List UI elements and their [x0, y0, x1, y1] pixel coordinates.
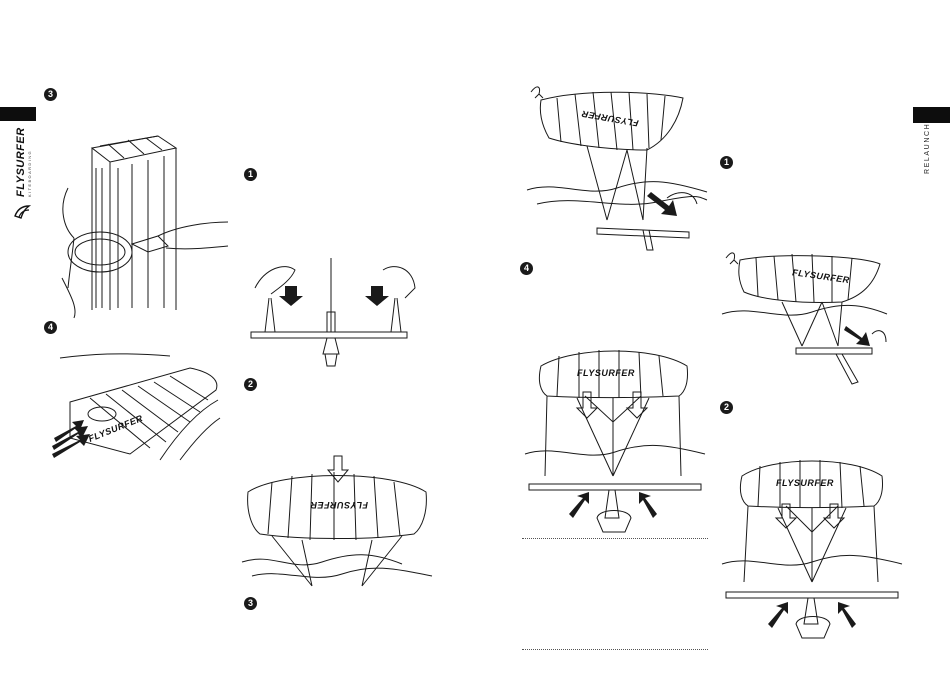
bar-hands-illustration: [245, 258, 415, 368]
kite-on-ground-illustration: FLYSURFER: [50, 350, 220, 465]
step-badge-center-1: 1: [244, 168, 257, 181]
brand-tagline: KITEBOARDING: [27, 150, 32, 197]
step-badge-center-3: 3: [244, 597, 257, 610]
dotted-divider-bottom: [522, 649, 708, 650]
step-badge-left-3: 3: [44, 88, 57, 101]
kite-rise-illustration: FLYSURFER: [242, 452, 432, 592]
kite-print-rise: FLYSURFER: [310, 500, 368, 510]
brand-logo-text: FLYSURFER: [15, 127, 27, 197]
kite-print-tilt: FLYSURFER: [792, 267, 851, 285]
kite-launch-illustration: FLYSURFER: [525, 342, 705, 532]
brand-logo-icon: [12, 202, 32, 222]
kite-print-launch: FLYSURFER: [577, 368, 635, 378]
section-tab-left: [0, 107, 36, 121]
kite-relaunch-illustration: FLYSURFER: [722, 452, 902, 642]
step-badge-right-4: 4: [520, 262, 533, 275]
step-badge-far-1: 1: [720, 156, 733, 169]
section-label: RELAUNCH: [924, 123, 931, 174]
step-badge-left-4: 4: [44, 321, 57, 334]
kite-print-relaunch: FLYSURFER: [776, 478, 834, 488]
kite-print-ground: FLYSURFER: [87, 413, 144, 444]
step-badge-far-2: 2: [720, 401, 733, 414]
dotted-divider-top: [522, 538, 708, 539]
section-tab-right: [913, 107, 950, 123]
post-leash-illustration: [48, 118, 228, 318]
kite-tilt-illustration: FLYSURFER: [722, 248, 887, 398]
step-badge-center-2: 2: [244, 378, 257, 391]
kite-flip-illustration: FLYSURFER: [527, 80, 707, 255]
